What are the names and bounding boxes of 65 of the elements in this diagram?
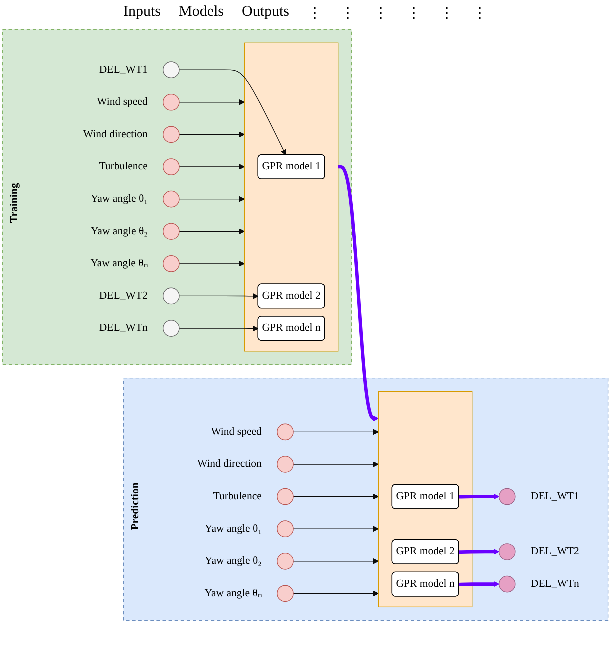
node-circle xyxy=(163,320,180,337)
arrow xyxy=(179,228,245,235)
node-label: Wind direction xyxy=(83,128,148,140)
node-circle xyxy=(163,62,180,78)
node-circle xyxy=(163,158,180,176)
arrow xyxy=(293,429,379,436)
arrow xyxy=(179,99,245,106)
node-circle xyxy=(277,456,294,473)
node-label: DEL_WT1 xyxy=(530,490,580,502)
arrow xyxy=(179,132,245,138)
arrow xyxy=(179,70,286,156)
arrow xyxy=(179,164,245,170)
node-label: Yaw angle θₙ xyxy=(204,588,262,600)
node-label: Yaw angle θ₂ xyxy=(205,555,262,567)
cluster xyxy=(378,391,473,608)
node-label: DEL_WT2 xyxy=(99,290,148,302)
arrow xyxy=(179,196,245,202)
column-heading: Outputs xyxy=(242,4,290,22)
column-heading: ⋮ xyxy=(308,5,322,23)
node-label: Wind speed xyxy=(211,426,262,438)
node-circle xyxy=(277,424,294,441)
node-circle xyxy=(498,488,516,506)
arrow xyxy=(459,549,500,555)
node-circle xyxy=(163,256,180,272)
node-circle xyxy=(163,190,180,208)
node-label: Wind speed xyxy=(97,96,148,108)
column-heading: Models xyxy=(178,4,224,22)
arrow xyxy=(179,260,245,267)
node-label: DEL_WT2 xyxy=(530,546,580,558)
node-circle xyxy=(277,520,294,538)
column-heading: ⋮ xyxy=(374,5,388,23)
node-label: Yaw angle θₙ xyxy=(90,258,148,270)
node-circle xyxy=(277,553,294,570)
node-label: DEL_WTn xyxy=(99,322,148,334)
node-circle xyxy=(498,544,516,560)
column-heading: ⋮ xyxy=(440,5,454,23)
node-label: Yaw angle θ₂ xyxy=(90,226,148,237)
node-label: DEL_WT1 xyxy=(99,64,148,76)
arrow xyxy=(459,581,500,588)
arrow xyxy=(459,494,500,500)
cluster xyxy=(244,42,339,352)
arrow xyxy=(293,494,379,500)
node-circle xyxy=(163,94,180,111)
column-heading: ⋮ xyxy=(472,5,488,23)
node-circle xyxy=(163,126,180,144)
node-circle xyxy=(277,585,294,602)
column-heading: Inputs xyxy=(123,4,161,22)
arrow xyxy=(179,293,259,300)
arrow xyxy=(293,558,379,564)
node-circle xyxy=(163,223,180,240)
arrow xyxy=(293,590,379,597)
arrow xyxy=(293,526,379,532)
node-label: Wind direction xyxy=(197,458,262,470)
node-circle xyxy=(163,288,180,305)
node-circle xyxy=(498,576,516,593)
node-label: DEL_WTn xyxy=(530,578,580,590)
arrow xyxy=(179,326,259,332)
node-label: Turbulence xyxy=(213,490,262,502)
node-circle xyxy=(277,488,294,506)
node-label: Yaw angle θ₁ xyxy=(90,193,148,205)
node-label: Turbulence xyxy=(99,160,148,172)
column-heading: ⋮ xyxy=(406,5,422,23)
node-label: Yaw angle θ₁ xyxy=(205,523,262,534)
column-heading: ⋮ xyxy=(340,5,356,23)
arrow xyxy=(293,462,379,468)
